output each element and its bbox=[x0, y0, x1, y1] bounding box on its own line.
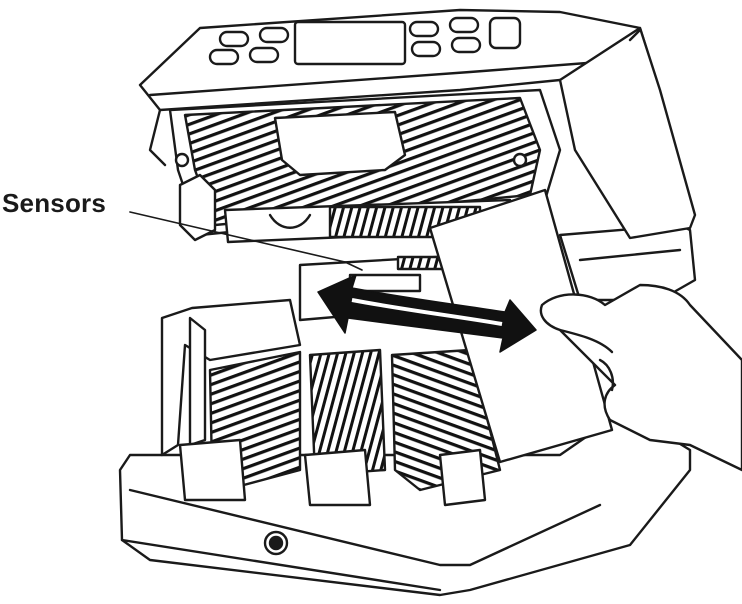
hand-icon bbox=[539, 283, 742, 472]
display-screen bbox=[293, 20, 407, 66]
stacker-belts-middle bbox=[308, 348, 387, 477]
callout-line bbox=[129, 211, 346, 263]
sensors-label: Sensors bbox=[2, 188, 107, 218]
body-right-side bbox=[558, 26, 697, 240]
lock-keyhole-icon bbox=[263, 530, 289, 556]
